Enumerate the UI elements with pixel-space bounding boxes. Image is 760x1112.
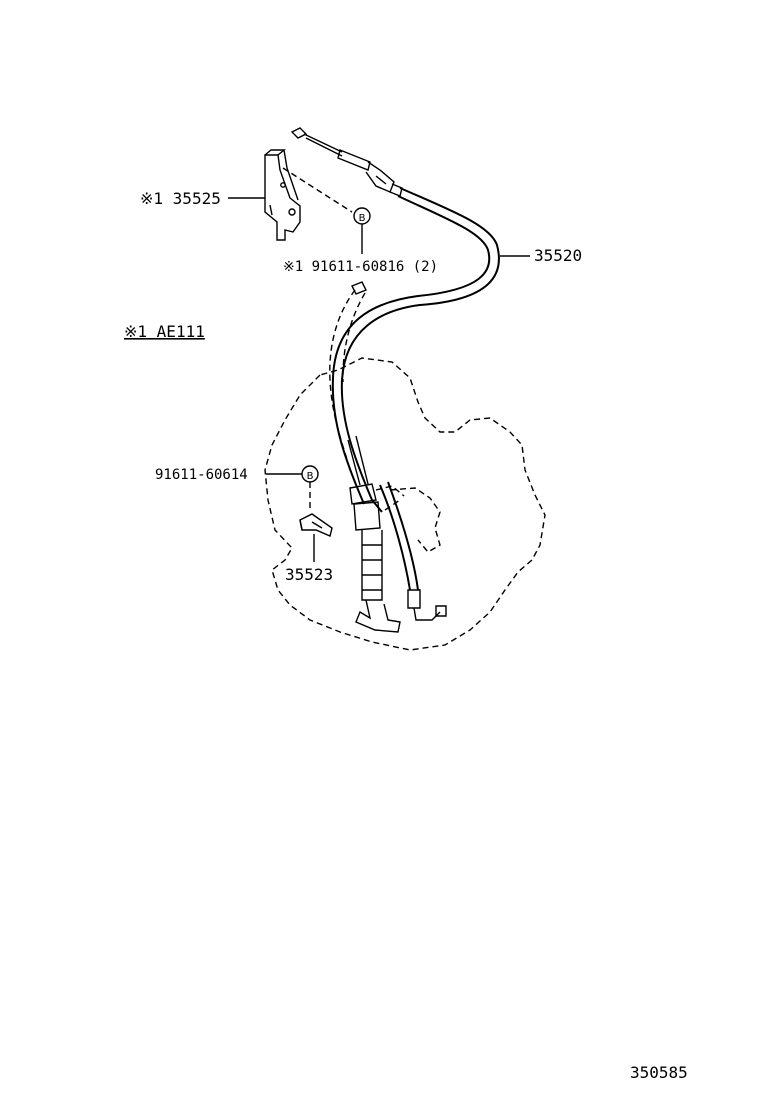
- transmission-icon: [264, 357, 546, 651]
- part-label-bolt-upper: ※1 91611-60816 (2): [283, 259, 438, 275]
- bolt-icon: B: [301, 465, 319, 483]
- part-label-35523: 35523: [285, 565, 333, 584]
- part-label-35525: ※1 35525: [140, 189, 221, 208]
- part-label-bolt-lower: 91611-60614: [155, 467, 248, 483]
- diagram-id: 350585: [630, 1063, 688, 1082]
- bracket-icon: [264, 149, 301, 241]
- clamp-icon: [299, 513, 333, 537]
- svg-text:B: B: [307, 471, 314, 482]
- bolt-icon: B: [353, 207, 371, 225]
- part-label-35520: 35520: [534, 246, 582, 265]
- svg-text:B: B: [359, 213, 366, 224]
- cable-icon: [347, 435, 405, 633]
- note-label: ※1 AE111: [124, 322, 205, 341]
